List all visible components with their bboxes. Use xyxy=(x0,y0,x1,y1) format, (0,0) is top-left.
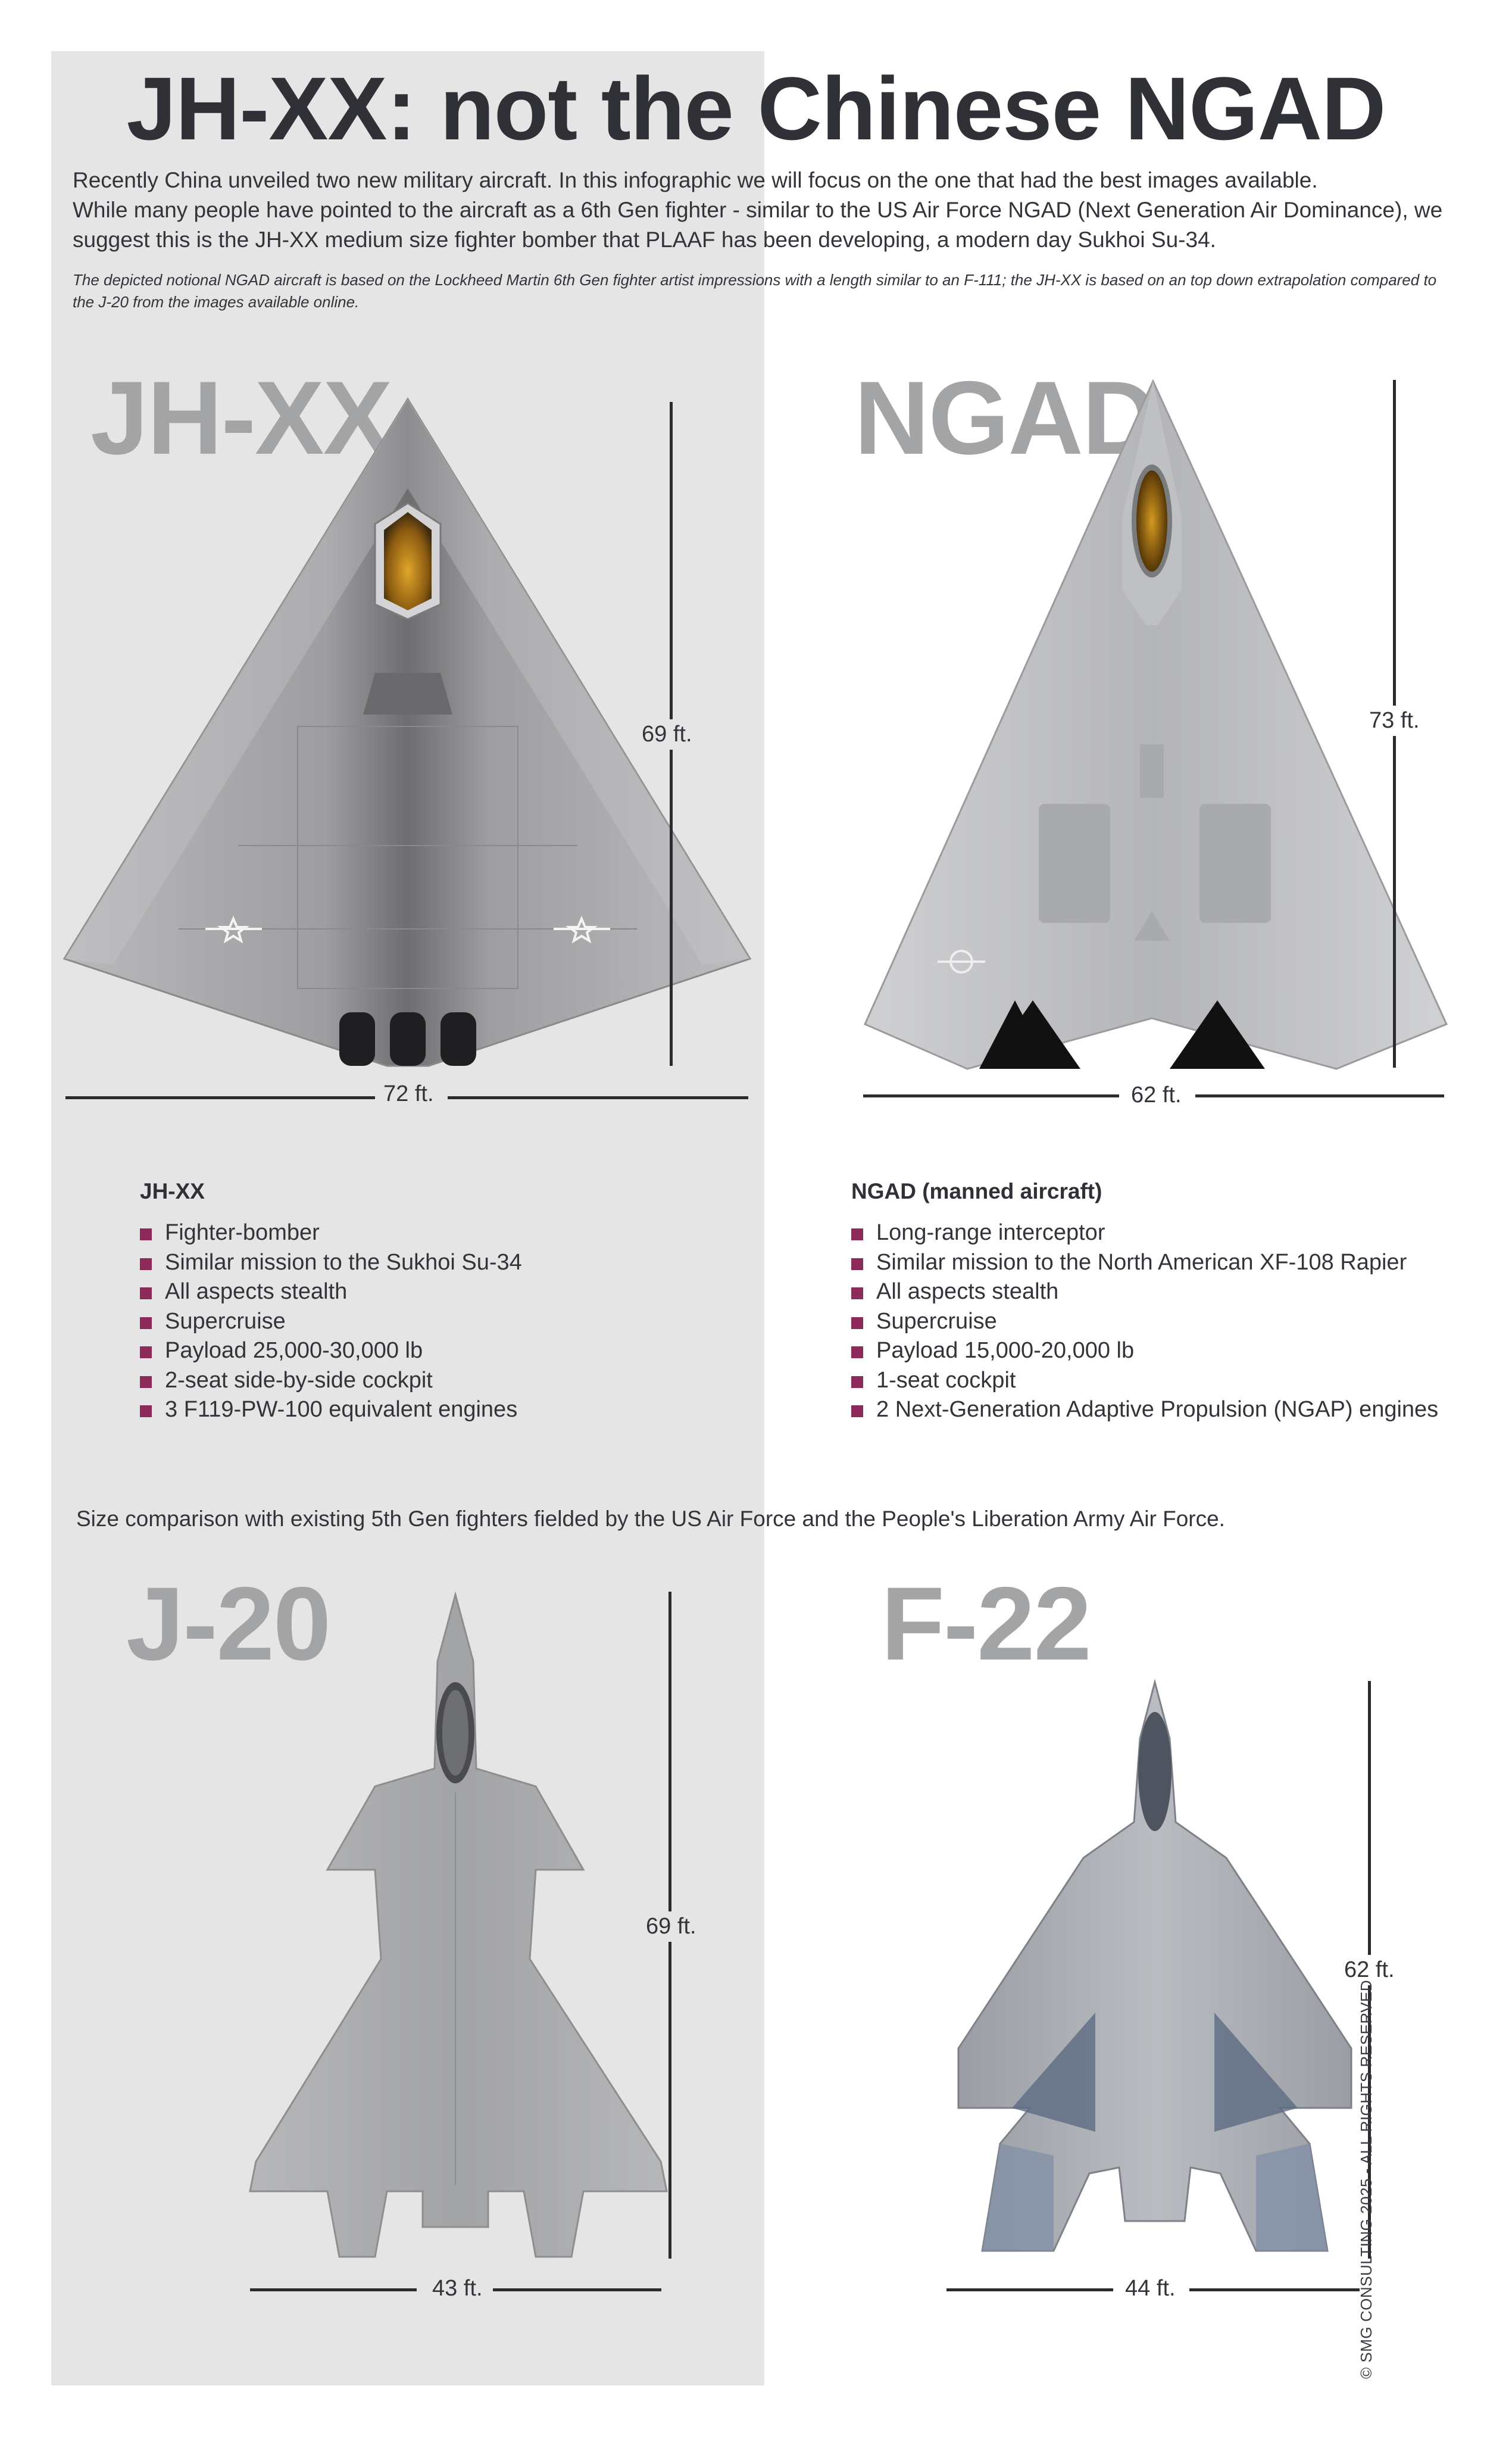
intro-paragraph-1: Recently China unveiled two new military… xyxy=(73,168,1318,192)
bullet-marker xyxy=(851,1405,863,1417)
list-item: Supercruise xyxy=(140,1307,735,1337)
bullet-marker xyxy=(851,1376,863,1388)
j20-label: J-20 xyxy=(126,1566,331,1682)
f22-span-line-right xyxy=(1189,2288,1360,2291)
bullet-marker xyxy=(851,1346,863,1358)
j20-span-line-right xyxy=(493,2288,661,2291)
ngad-length-label: 73 ft. xyxy=(1369,706,1420,736)
list-item: All aspects stealth xyxy=(851,1277,1494,1307)
bullet-marker xyxy=(851,1317,863,1329)
ngad-aircraft-image xyxy=(864,379,1448,1070)
bullet-marker xyxy=(140,1317,152,1329)
bullet-marker xyxy=(140,1376,152,1388)
list-item: 2-seat side-by-side cockpit xyxy=(140,1366,735,1396)
j20-aircraft-image xyxy=(249,1591,668,2258)
bullet-marker xyxy=(140,1405,152,1417)
jhxx-label: JH-XX xyxy=(90,360,392,476)
ngad-span-label: 62 ft. xyxy=(1131,1083,1182,1108)
bullet-marker xyxy=(851,1258,863,1270)
list-item: Fighter-bomber xyxy=(140,1218,735,1248)
jhxx-aircraft-image xyxy=(63,397,752,1067)
bullet-marker xyxy=(851,1228,863,1240)
jhxx-length-label: 69 ft. xyxy=(642,719,692,750)
f22-aircraft-image xyxy=(957,1679,1352,2252)
j20-span-label: 43 ft. xyxy=(432,2276,483,2301)
footnote: The depicted notional NGAD aircraft is b… xyxy=(73,271,1437,311)
ngad-spec-list: Long-range interceptor Similar mission t… xyxy=(851,1218,1494,1425)
jhxx-spec-list: Fighter-bomber Similar mission to the Su… xyxy=(140,1218,735,1425)
bullet-marker xyxy=(851,1287,863,1299)
j20-span-line-left xyxy=(250,2288,417,2291)
jhxx-span-line-left xyxy=(65,1096,375,1099)
ngad-span-line-right xyxy=(1195,1094,1444,1097)
ngad-label: NGAD xyxy=(854,360,1157,476)
f22-span-label: 44 ft. xyxy=(1125,2276,1176,2301)
list-item: Payload 25,000-30,000 lb xyxy=(140,1336,735,1366)
f22-length-label: 62 ft. xyxy=(1344,1955,1395,1985)
bullet-marker xyxy=(140,1228,152,1240)
bullet-marker xyxy=(140,1287,152,1299)
bullet-marker xyxy=(140,1258,152,1270)
list-item: Similar mission to the Sukhoi Su-34 xyxy=(140,1248,735,1278)
copyright-notice: © SMG CONSULTING 2025 - ALL RIGHTS RESER… xyxy=(1357,1979,1375,2379)
jhxx-spec-block: JH-XX Fighter-bomber Similar mission to … xyxy=(140,1179,735,1425)
jhxx-span-line-right xyxy=(448,1096,748,1099)
list-item: 3 F119-PW-100 equivalent engines xyxy=(140,1395,735,1425)
jhxx-spec-title: JH-XX xyxy=(140,1179,205,1203)
jhxx-span-label: 72 ft. xyxy=(383,1081,434,1106)
page-title: JH-XX: not the Chinese NGAD xyxy=(126,58,1386,158)
bullet-marker xyxy=(140,1346,152,1358)
list-item: Payload 15,000-20,000 lb xyxy=(851,1336,1494,1366)
j20-length-label: 69 ft. xyxy=(646,1911,696,1942)
list-item: Long-range interceptor xyxy=(851,1218,1494,1248)
f22-span-line-left xyxy=(946,2288,1113,2291)
list-item: 2 Next-Generation Adaptive Propulsion (N… xyxy=(851,1395,1494,1425)
ngad-spec-title: NGAD (manned aircraft) xyxy=(851,1179,1102,1203)
comparison-caption: Size comparison with existing 5th Gen fi… xyxy=(76,1507,1225,1531)
list-item: All aspects stealth xyxy=(140,1277,735,1307)
intro-paragraph-2: While many people have pointed to the ai… xyxy=(73,198,1443,252)
list-item: 1-seat cockpit xyxy=(851,1366,1494,1396)
list-item: Supercruise xyxy=(851,1307,1494,1337)
ngad-spec-block: NGAD (manned aircraft) Long-range interc… xyxy=(851,1179,1494,1425)
f22-label: F-22 xyxy=(881,1566,1092,1682)
list-item: Similar mission to the North American XF… xyxy=(851,1248,1494,1278)
ngad-span-line-left xyxy=(863,1094,1119,1097)
